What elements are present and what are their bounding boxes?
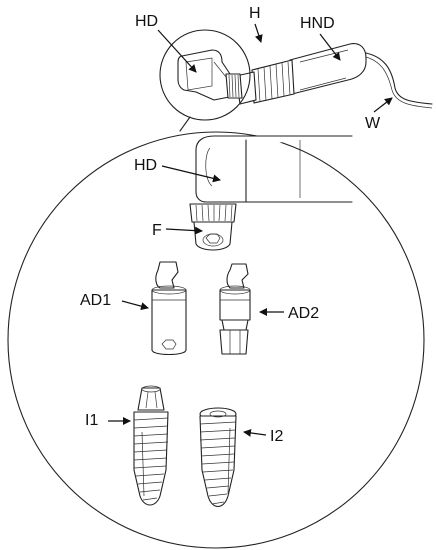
head-detail (189, 135, 353, 251)
handpiece-head-small (177, 49, 235, 101)
label-ad2: AD2 (288, 305, 319, 322)
label-hd-top: HD (135, 13, 158, 30)
chuck-collar (189, 203, 237, 223)
chuck-socket (193, 221, 233, 251)
zoom-connector (179, 116, 191, 132)
cable-w (359, 51, 433, 105)
label-w: W (365, 115, 381, 132)
label-f: F (152, 222, 162, 239)
implant-i2 (199, 407, 237, 508)
handle-body (289, 43, 367, 95)
handpiece (159, 29, 433, 132)
implant-i1 (133, 385, 169, 506)
zoom-circle-small (159, 29, 251, 121)
label-h: H (249, 5, 261, 22)
label-hd-detail: HD (134, 157, 157, 174)
label-hnd: HND (300, 15, 335, 32)
adapter-ad2 (219, 263, 251, 355)
zoom-circle-large (7, 131, 425, 549)
adapter-ad1 (151, 261, 187, 356)
label-i1: I1 (85, 412, 98, 429)
handle-grip-rings (251, 59, 295, 104)
label-i2: I2 (270, 428, 283, 445)
label-ad1: AD1 (80, 292, 111, 309)
